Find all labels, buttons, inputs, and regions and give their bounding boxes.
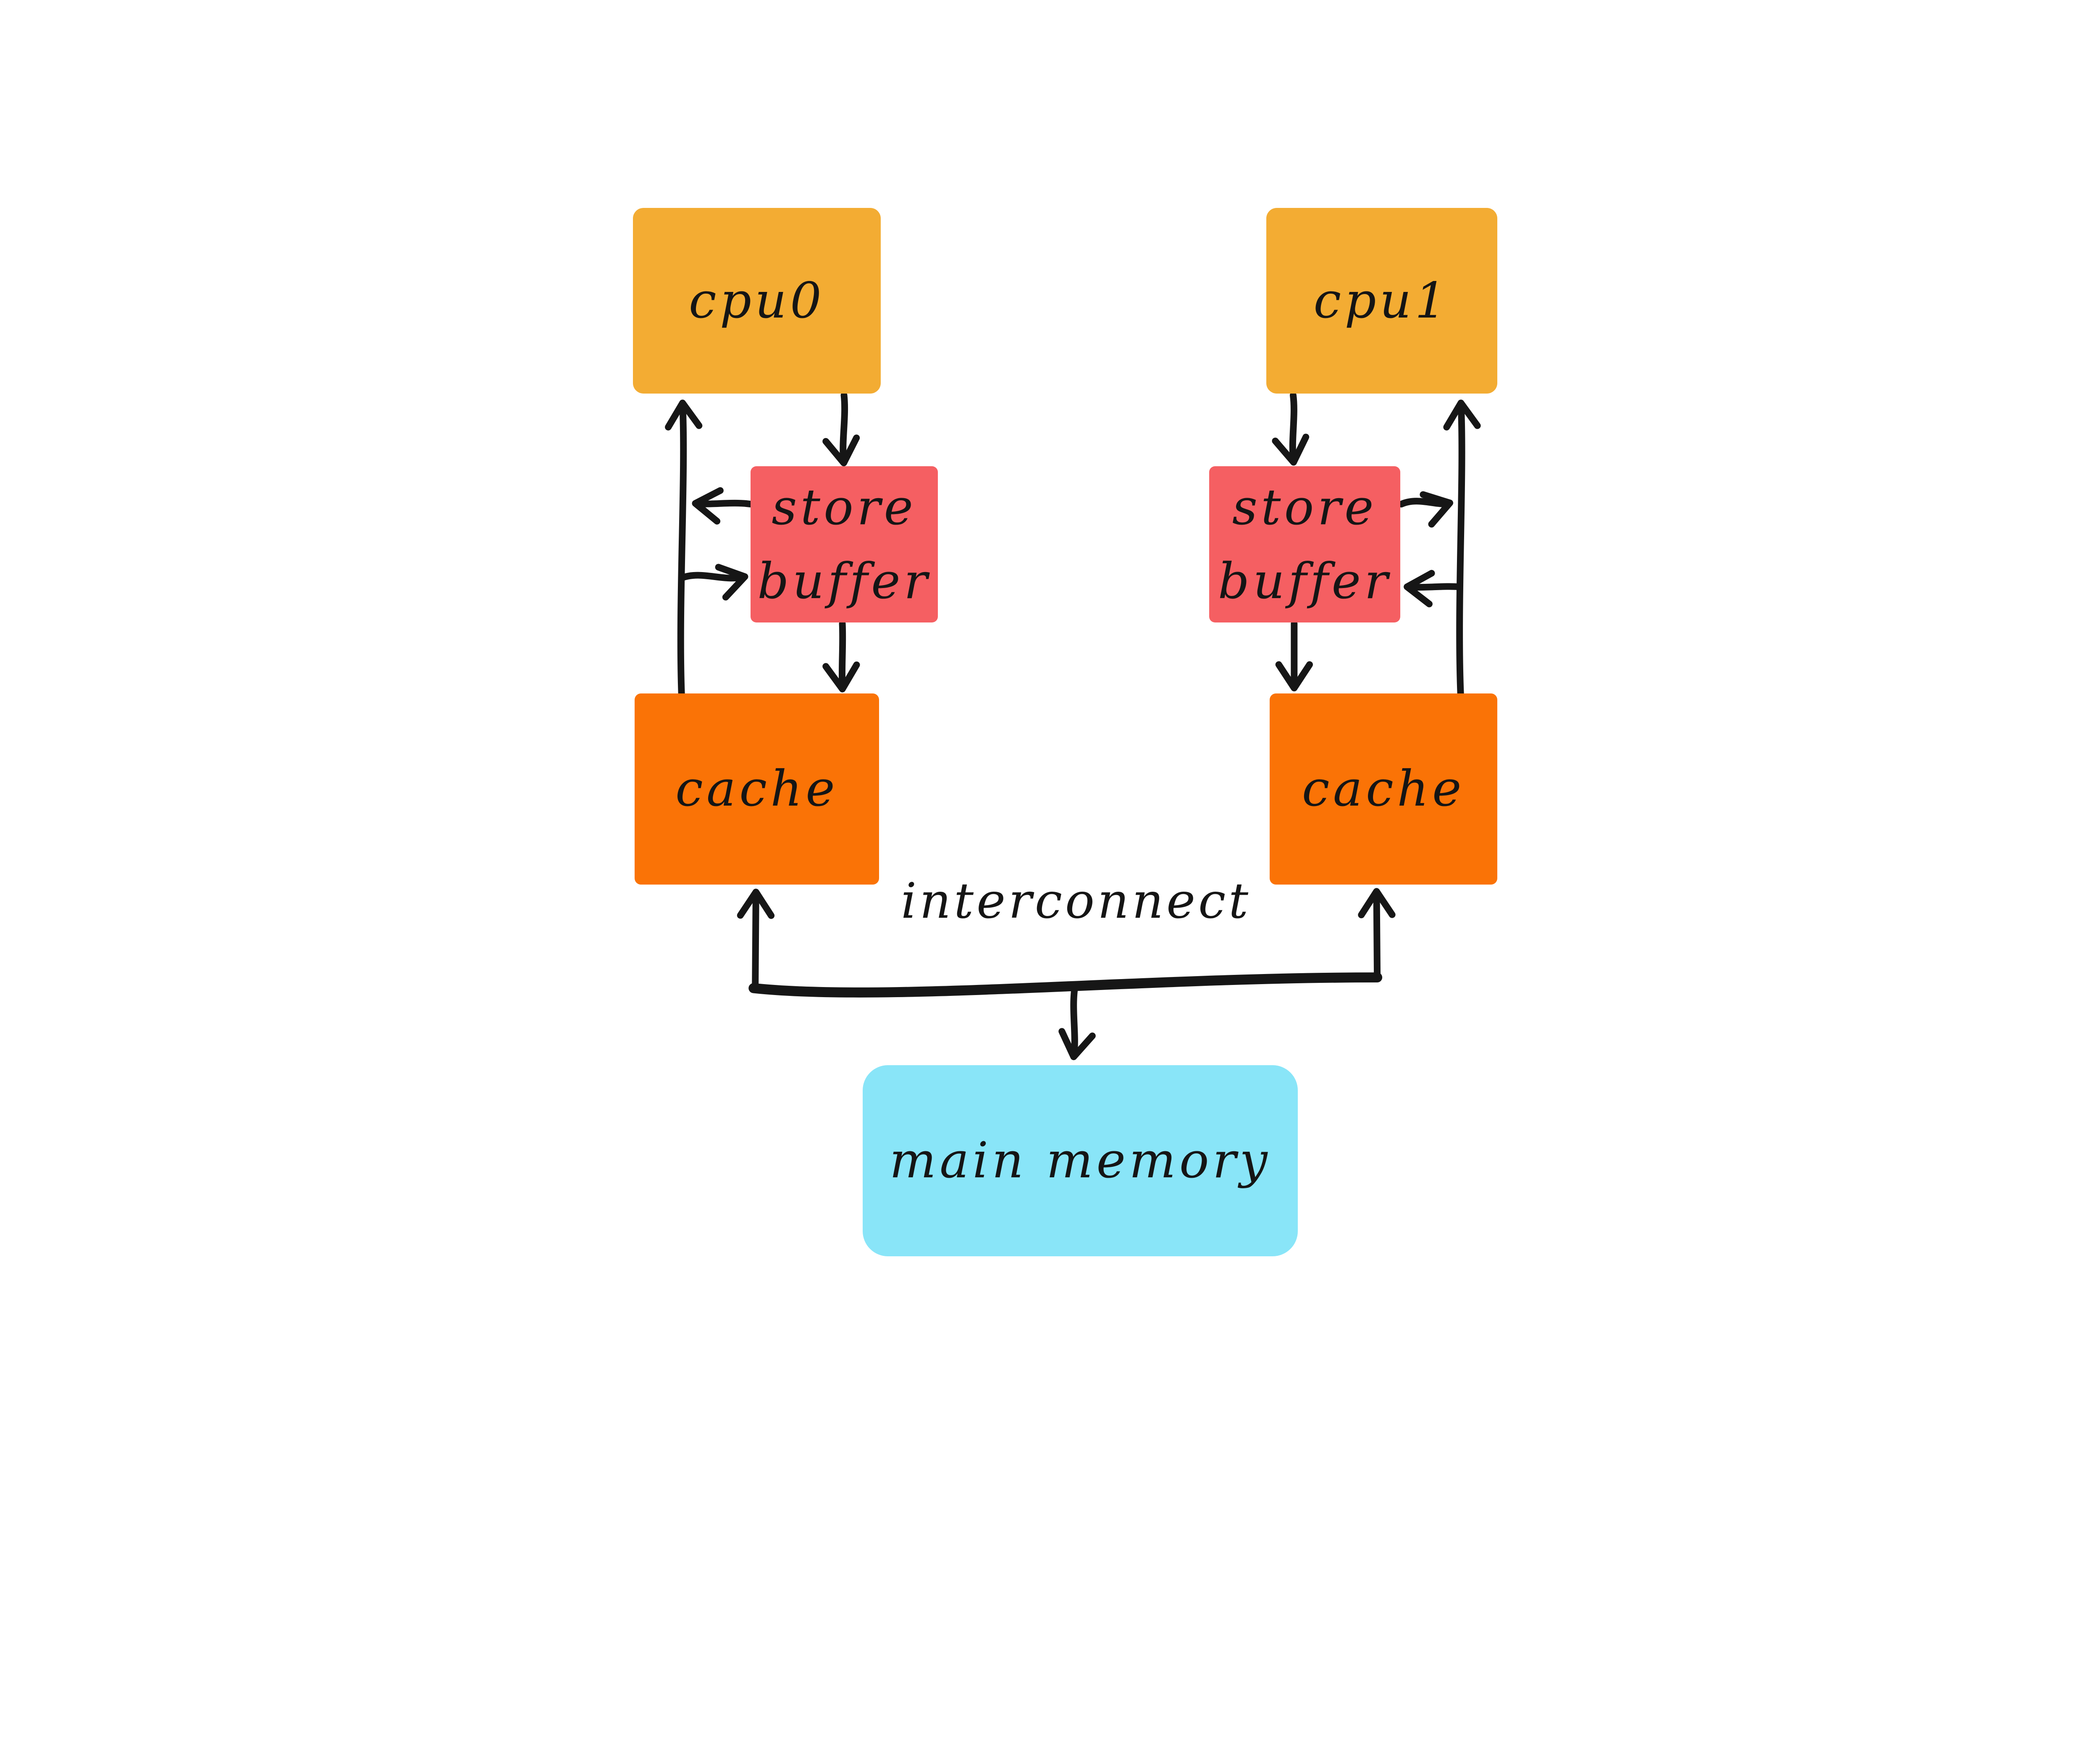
cpu0-box: cpu0 bbox=[633, 207, 881, 394]
store-buffer-right-box: store buffer bbox=[1209, 466, 1400, 622]
edge-interconnect-to-main-memory bbox=[1058, 982, 1096, 1061]
store-buffer-left-label: store buffer bbox=[757, 478, 931, 610]
edge-cpu1-to-store-buffer1 bbox=[1272, 392, 1310, 466]
edge-cache0-to-cpu0 bbox=[665, 399, 703, 698]
edges-layer bbox=[665, 392, 1481, 1061]
edge-left-bus-to-store-buffer0 bbox=[678, 564, 748, 601]
interconnect-label: interconnect bbox=[901, 872, 1252, 930]
cpu0-label: cpu0 bbox=[688, 271, 825, 329]
edge-store-buffer0-to-left-bus bbox=[692, 487, 754, 525]
cpu1-label: cpu1 bbox=[1313, 271, 1450, 329]
diagram-canvas: cpu0 cpu1 store buffer store buffer cach… bbox=[633, 207, 1497, 1256]
main-memory-label: main memory bbox=[889, 1132, 1271, 1190]
cache-right-box: cache bbox=[1269, 693, 1497, 885]
cpu1-box: cpu1 bbox=[1266, 207, 1497, 394]
cache-right-label: cache bbox=[1302, 760, 1465, 818]
main-memory-box: main memory bbox=[862, 1065, 1298, 1256]
edge-cache1-to-cpu1 bbox=[1443, 399, 1481, 698]
interconnect-bus-line bbox=[748, 972, 1383, 998]
edge-interconnect-to-cache1 bbox=[1358, 888, 1396, 981]
store-buffer-right-label: store buffer bbox=[1218, 478, 1391, 610]
edge-store-buffer1-to-right-bus bbox=[1398, 491, 1454, 528]
edge-store-buffer0-to-cache0 bbox=[822, 620, 860, 693]
edge-right-bus-to-store-buffer1 bbox=[1404, 570, 1463, 607]
edge-interconnect-to-cache0 bbox=[737, 888, 775, 989]
edge-cpu0-to-store-buffer0 bbox=[822, 392, 860, 467]
cache-left-label: cache bbox=[675, 760, 838, 818]
store-buffer-left-box: store buffer bbox=[750, 466, 938, 622]
cache-left-box: cache bbox=[635, 693, 879, 885]
